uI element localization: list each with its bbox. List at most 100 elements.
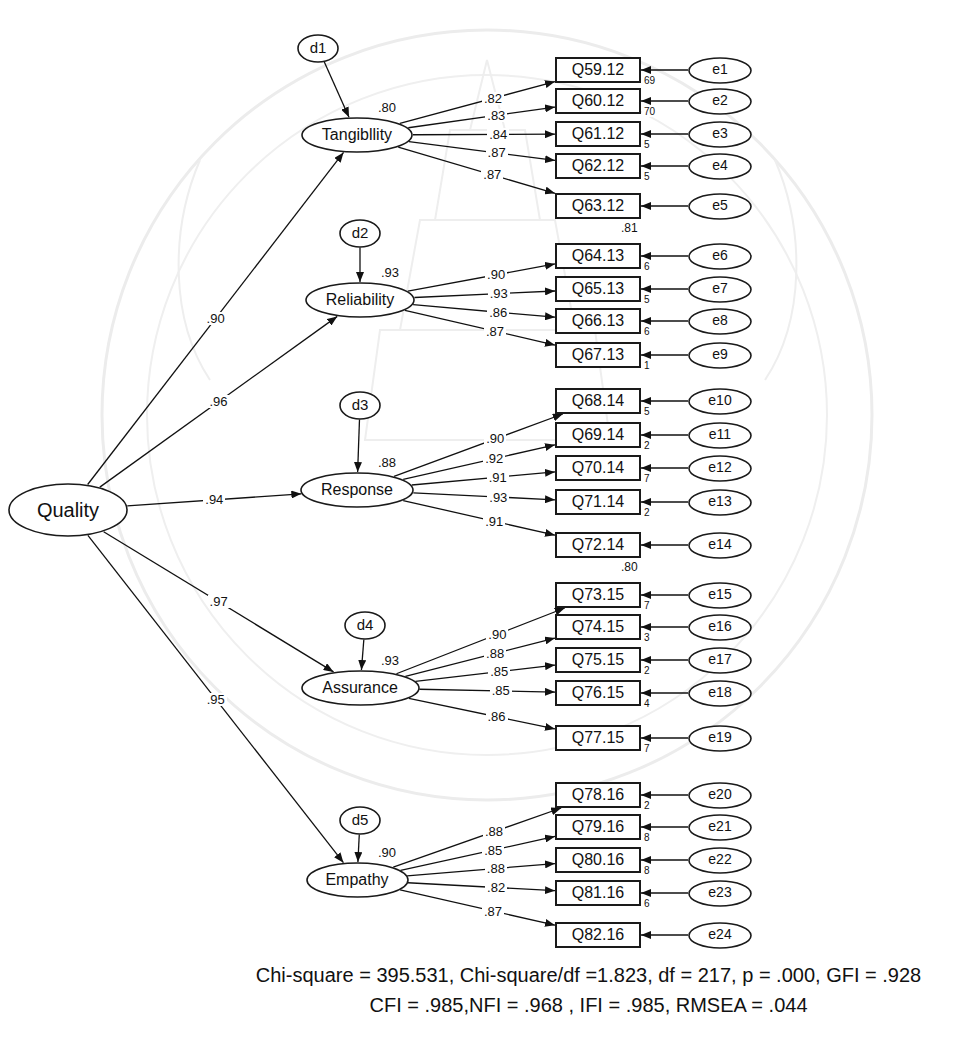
path-arrow — [405, 310, 555, 345]
path-coefficient: .85 — [482, 844, 504, 857]
ellipse-shape — [302, 118, 412, 152]
path-arrow — [641, 892, 688, 893]
error-term: e21 — [688, 814, 752, 841]
ellipse-shape — [307, 863, 408, 897]
ellipse-shape — [689, 389, 751, 414]
path-arrow — [396, 608, 564, 674]
item-r-squared: 2 — [642, 441, 652, 451]
observed-item: Q65.13 — [555, 276, 641, 302]
error-term: e19 — [688, 725, 752, 752]
node-text: Q72.14 — [572, 536, 624, 554]
item-r-squared: 7 — [642, 601, 652, 611]
node-text: e18 — [708, 685, 731, 700]
observed-item: Q72.14 — [555, 532, 641, 558]
node-text: e15 — [708, 587, 731, 602]
node-text: e19 — [708, 730, 731, 745]
item-r-squared: 6 — [642, 327, 652, 337]
node-text: Q79.16 — [572, 818, 624, 836]
path-arrow — [641, 626, 688, 627]
node-text: e2 — [712, 93, 728, 108]
error-term: e18 — [688, 680, 752, 707]
node-text: e5 — [712, 198, 728, 213]
node-text: Q69.14 — [572, 426, 624, 444]
node-text: Q64.13 — [572, 247, 624, 265]
observed-item: Q82.16 — [555, 922, 641, 948]
path-coefficient: .91 — [483, 515, 505, 528]
path-coefficient: .82 — [482, 92, 504, 105]
node-text: Q68.14 — [572, 392, 624, 410]
item-r-squared: 7 — [642, 744, 652, 754]
node-text: d4 — [357, 617, 374, 634]
node-text: Q74.15 — [572, 618, 624, 636]
path-coefficient: .85 — [490, 684, 512, 697]
latent-factor: Response — [300, 472, 414, 508]
ellipse-shape — [689, 848, 751, 873]
node-text: e11 — [709, 427, 731, 442]
node-text: e12 — [708, 460, 731, 475]
path-arrow — [641, 288, 688, 289]
latent-factor: Assurance — [301, 670, 420, 706]
item-r-squared: 5 — [642, 140, 652, 150]
error-term: e6 — [688, 243, 752, 270]
path-arrow — [400, 82, 555, 124]
path-arrow — [641, 467, 688, 468]
path-coefficient: .90 — [205, 312, 227, 325]
ellipse-shape — [689, 122, 751, 147]
node-text: e24 — [708, 927, 731, 942]
item-r-squared: 5 — [642, 407, 652, 417]
observed-item: Q70.14 — [555, 455, 641, 481]
ellipse-shape — [689, 89, 751, 114]
item-r-squared: 8 — [642, 866, 652, 876]
node-text: Quality — [37, 499, 99, 521]
observed-item: Q79.16 — [555, 814, 641, 840]
node-text: Q67.13 — [572, 346, 624, 364]
path-arrow — [409, 698, 555, 729]
node-text: Q61.12 — [572, 125, 624, 143]
path-coefficient: .90 — [485, 268, 507, 281]
path-coefficient: .86 — [486, 710, 508, 723]
path-arrow — [405, 638, 555, 676]
path-coefficient: .93 — [488, 287, 510, 300]
item-r-squared: 69 — [642, 76, 657, 86]
error-term: e24 — [688, 922, 752, 949]
factor-r-squared: .90 — [376, 846, 398, 859]
node-text: e17 — [708, 652, 731, 667]
disturbance-term: d4 — [344, 611, 386, 640]
node-text: Q81.16 — [572, 884, 624, 902]
ellipse-shape — [689, 58, 751, 83]
ellipse-shape — [340, 220, 380, 247]
ellipse-shape — [689, 194, 751, 219]
item-r-squared: 3 — [642, 633, 652, 643]
error-term: e11 — [688, 422, 752, 449]
error-term: e12 — [688, 455, 752, 482]
node-text: Q73.15 — [572, 586, 624, 604]
node-text: e21 — [708, 819, 731, 834]
node-text: Q71.14 — [572, 493, 624, 511]
path-arrow — [641, 659, 688, 660]
item-r-squared: 6 — [642, 262, 652, 272]
path-arrow — [408, 107, 555, 128]
ellipse-shape — [689, 815, 751, 840]
node-text: Q66.13 — [572, 312, 624, 330]
node-text: Reliability — [326, 291, 394, 309]
path-arrow — [641, 934, 688, 935]
path-arrow — [641, 859, 688, 860]
ellipse-shape — [689, 681, 751, 706]
path-coefficient: .92 — [483, 452, 505, 465]
item-r-squared: 6 — [642, 899, 652, 909]
observed-item: Q59.12 — [555, 57, 641, 83]
path-arrow — [408, 264, 555, 291]
path-arrow — [641, 354, 688, 355]
node-text: Q80.16 — [572, 851, 624, 869]
path-arrow — [100, 316, 337, 487]
path-arrow — [641, 826, 688, 827]
observed-item: Q60.12 — [555, 88, 641, 114]
path-arrow — [641, 165, 688, 166]
node-text: Q70.14 — [572, 459, 624, 477]
error-term: e3 — [688, 121, 752, 148]
error-term: e4 — [688, 153, 752, 180]
item-r-squared: 7 — [642, 474, 652, 484]
node-text: Empathy — [325, 871, 388, 889]
disturbance-term: d1 — [297, 34, 339, 63]
path-arrow — [414, 291, 555, 297]
